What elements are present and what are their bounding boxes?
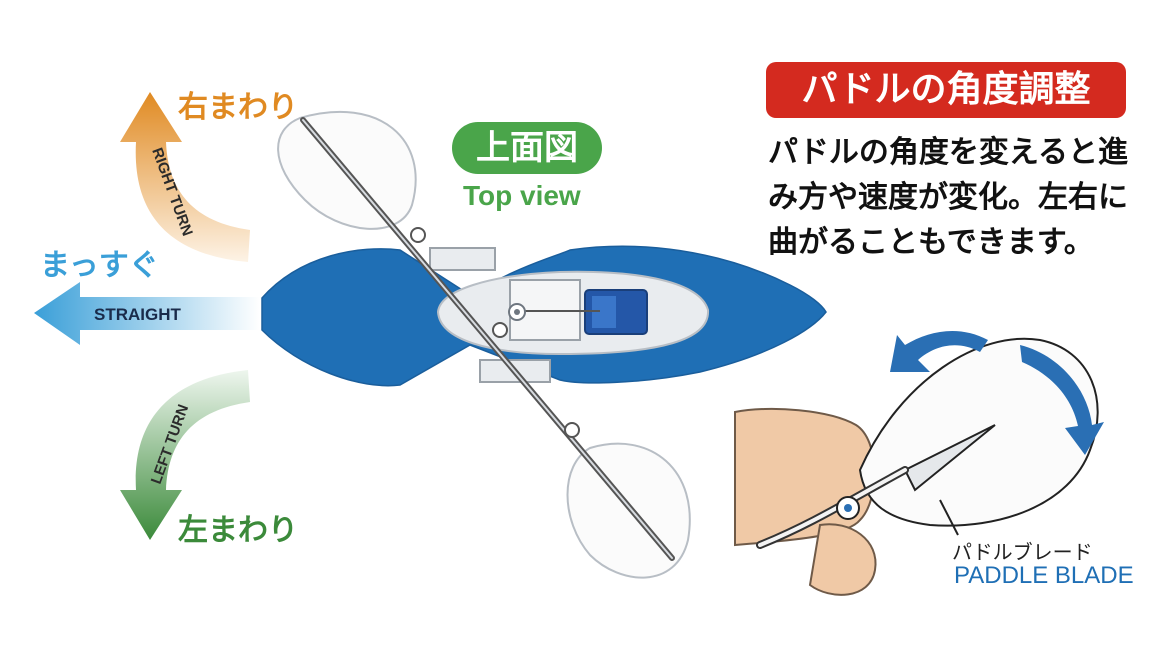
blade-label-leader bbox=[939, 499, 959, 536]
upper-bracket bbox=[429, 247, 496, 271]
right-turn-jp-label: 右まわり bbox=[178, 90, 298, 125]
upper-joint bbox=[410, 227, 426, 243]
straight-en-label: STRAIGHT bbox=[94, 305, 182, 324]
closeup-lower-finger bbox=[808, 523, 877, 596]
straight-arrow: STRAIGHT bbox=[34, 282, 260, 345]
top-view-label: Top view bbox=[463, 180, 581, 211]
straight-jp-label: まっすぐ bbox=[40, 248, 159, 283]
lower-joint bbox=[564, 422, 580, 438]
paddle-blade-en-label: PADDLE BLADE bbox=[954, 562, 1134, 589]
top-view-badge: 上面図 bbox=[452, 122, 602, 174]
closeup-screw-center bbox=[844, 504, 852, 512]
rotate-arrow-left-icon bbox=[890, 330, 988, 372]
closeup-rod-highlight bbox=[758, 468, 907, 547]
left-turn-jp-label: 左まわり bbox=[178, 513, 298, 548]
rotate-arrow-right-icon bbox=[1020, 345, 1104, 455]
boat-top-view bbox=[261, 110, 827, 579]
paddle-angle-title-badge: パドルの角度調整 bbox=[766, 62, 1126, 118]
paddle-blade-closeup bbox=[734, 330, 1104, 596]
description-text: パドルの角度を変えると進み方や速度が変化。左右に曲がることもできます。 bbox=[768, 135, 1128, 260]
paddle-rod-highlight bbox=[302, 119, 673, 559]
middle-joint bbox=[492, 322, 508, 338]
paddle-blade-jp-label: パドルブレード bbox=[952, 540, 1093, 564]
closeup-blade-fin bbox=[903, 424, 996, 492]
paddle-pivot-center bbox=[514, 309, 520, 315]
